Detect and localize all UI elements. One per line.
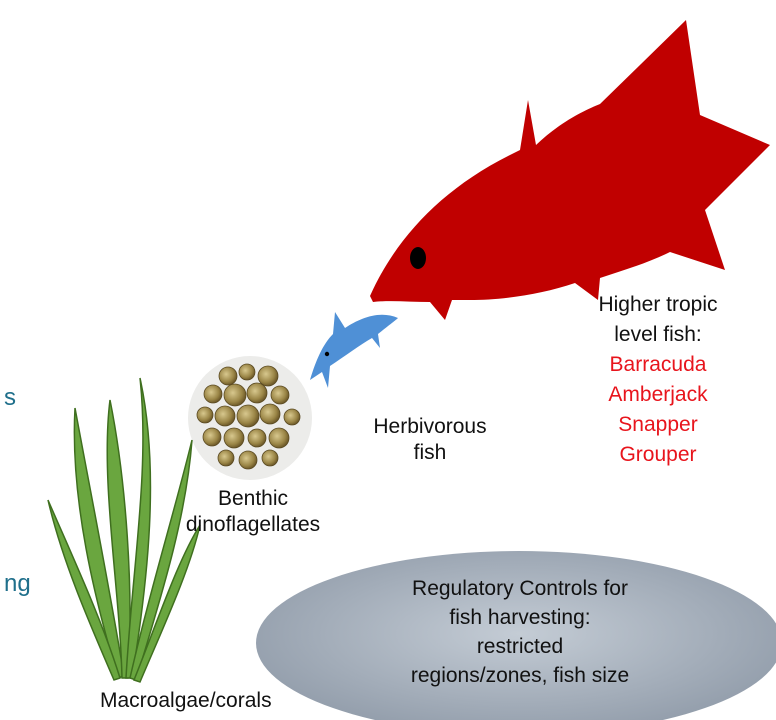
species-grouper: Grouper (558, 440, 758, 470)
regulatory-controls-text: Regulatory Controls for fish harvesting:… (330, 574, 710, 690)
dinoflagellates-line-2: dinoflagellates (170, 512, 336, 538)
predator-eye (410, 247, 426, 269)
higher-tropic-line-1: Higher tropic (558, 290, 758, 320)
herbivorous-fish-line-1: Herbivorous (330, 414, 530, 440)
edge-fragment-1: s (4, 384, 16, 412)
regulatory-line-1: Regulatory Controls for (330, 574, 710, 603)
macroalgae-label: Macroalgae/corals (100, 688, 330, 714)
higher-tropic-label: Higher tropic level fish: Barracuda Ambe… (558, 290, 758, 470)
herbivorous-fish-icon (310, 312, 398, 388)
dinoflagellates-micrograph (188, 356, 312, 480)
species-amberjack: Amberjack (558, 380, 758, 410)
edge-fragment-2: ng (4, 570, 31, 598)
regulatory-line-2: fish harvesting: (330, 603, 710, 632)
species-snapper: Snapper (558, 410, 758, 440)
regulatory-line-4: regions/zones, fish size (330, 661, 710, 690)
regulatory-line-3: restricted (330, 632, 710, 661)
predator-fish-icon (370, 20, 770, 320)
herbivorous-fish-label: Herbivorous fish (330, 414, 530, 466)
herbivorous-fish-eye (325, 352, 329, 356)
species-barracuda: Barracuda (558, 350, 758, 380)
dinoflagellates-label: Benthic dinoflagellates (170, 486, 336, 538)
dinoflagellates-line-1: Benthic (170, 486, 336, 512)
herbivorous-fish-line-2: fish (330, 440, 530, 466)
higher-tropic-line-2: level fish: (558, 320, 758, 350)
